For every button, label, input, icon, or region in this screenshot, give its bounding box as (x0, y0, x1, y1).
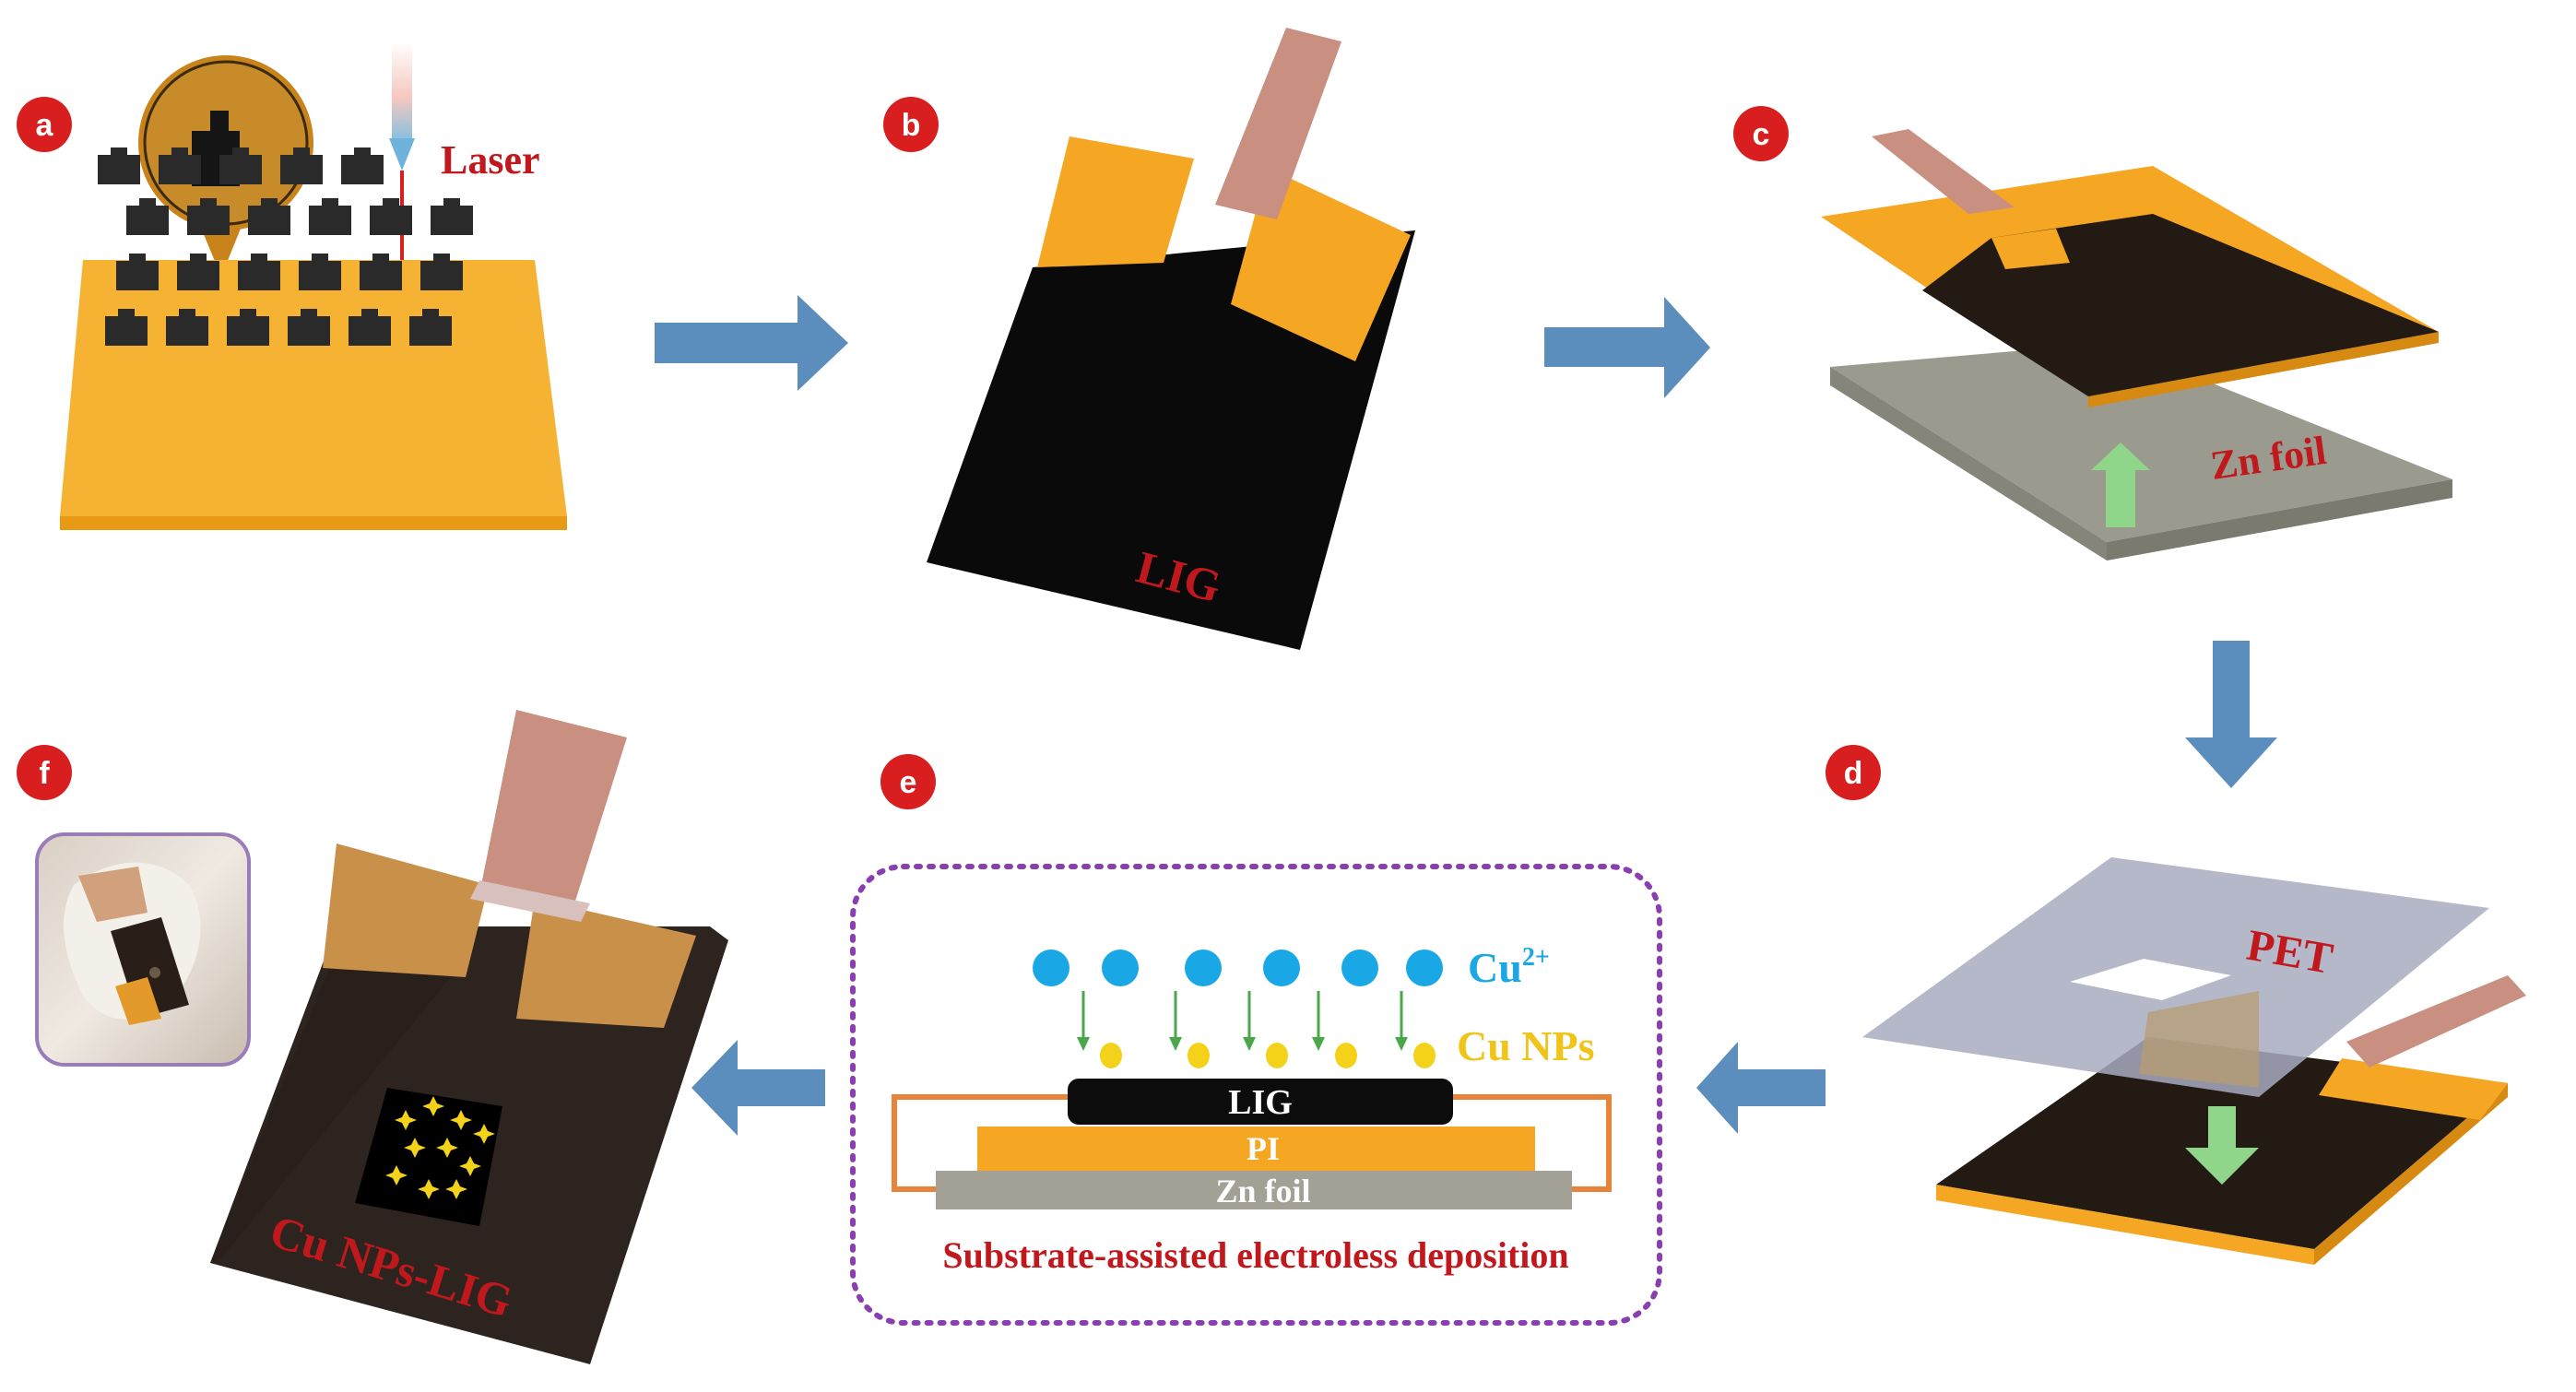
electrode-pattern-icon (248, 198, 290, 235)
electrode-pattern-icon (159, 147, 201, 184)
zn-foil-layer-label: Zn foil (1215, 1173, 1310, 1209)
pet-film (1862, 857, 2489, 1097)
circuit-wire (892, 1094, 1612, 1192)
green-up-arrow-icon (2091, 442, 2150, 527)
cu-nps-lig-electrode (210, 710, 728, 1364)
cu-np-icon (1335, 1043, 1357, 1068)
cu-np-icon (450, 1110, 472, 1130)
badge-f: f (17, 745, 72, 800)
badge-d: d (1826, 745, 1881, 800)
cu-ion-icon (1406, 950, 1443, 986)
cu-ion-label: Cu2+ (1468, 943, 1550, 991)
green-down-arrow-icon (2185, 1106, 2259, 1185)
pi-layer (977, 1127, 1535, 1171)
electrode-pattern-icon (187, 198, 230, 235)
badge-c-label: c (1753, 117, 1770, 152)
badge-b-label: b (902, 108, 921, 143)
cu-np-icon (445, 1179, 467, 1199)
polyimide-sheet (60, 260, 567, 530)
copper-tape-tab (2346, 975, 2526, 1068)
badge-d-label: d (1844, 756, 1863, 791)
panel-c: c Zn foil (1733, 106, 2452, 560)
cu-np-row (1077, 991, 1436, 1068)
electrode-pattern-icon (349, 309, 391, 346)
cu-np-icon (404, 1138, 426, 1158)
electrode-pattern-icon (177, 254, 219, 290)
cu-np-icon (422, 1096, 444, 1116)
flow-arrow-icon (1544, 297, 1710, 398)
cu-ion-icon (1185, 950, 1222, 986)
electrode-pattern-icon (288, 309, 330, 346)
cu-np-icon (436, 1138, 458, 1158)
cu-ion-row (1033, 950, 1443, 986)
panel-b: b LIG (883, 28, 1415, 650)
zn-foil-layer (936, 1171, 1572, 1209)
pet-window (2070, 959, 2231, 1000)
pi-layer-label: PI (1247, 1130, 1280, 1167)
cu-np-icon (418, 1179, 440, 1199)
badge-b: b (883, 97, 939, 152)
panel-e: e Cu2+ Cu NPs Zn foil PI LIG Substrate-a… (850, 754, 1662, 1326)
badge-e: e (880, 754, 936, 809)
copper-tape-tab (1872, 129, 2015, 214)
flow-arrow-icon (2185, 641, 2277, 788)
zn-foil (1830, 343, 2452, 560)
badge-a-label: a (36, 108, 54, 143)
electrode-pattern-icon (280, 147, 323, 184)
device-photo (35, 832, 251, 1067)
copper-tape-tab (479, 710, 627, 913)
copper-tape-tab (1215, 28, 1341, 219)
cu-np-icon (1188, 1043, 1210, 1068)
cu-np-icon (1266, 1043, 1288, 1068)
flow-arrow-icon (691, 1040, 825, 1136)
badge-f-label: f (39, 756, 50, 791)
cu-np-icon (385, 1165, 408, 1186)
badge-e-label: e (900, 765, 917, 800)
electrode-array (98, 147, 473, 346)
cu-ion-icon (1341, 950, 1378, 986)
deposition-caption: Substrate-assisted electroless depositio… (942, 1234, 1568, 1276)
electrode-pattern-icon (105, 309, 148, 346)
electrode-pattern-icon (227, 309, 269, 346)
cu-ion-icon (1102, 950, 1139, 986)
electrode-pattern-icon (309, 198, 351, 235)
lig-layer-label: LIG (1228, 1083, 1293, 1122)
electrode-pattern-icon (341, 147, 384, 184)
laser-label: Laser (441, 137, 540, 183)
electrode-pattern-icon (409, 309, 452, 346)
panel-f: f Cu NPs-LIG (17, 710, 728, 1364)
electrode-pattern-icon (238, 254, 280, 290)
cu-ion-icon (1033, 950, 1069, 986)
electrode-pattern-icon (98, 147, 140, 184)
lig-layer (1068, 1079, 1453, 1125)
electrode-pattern-icon (299, 254, 341, 290)
electrode-sheet (1821, 129, 2439, 407)
electrode-pattern-icon (219, 147, 262, 184)
cu-ion-icon (1263, 950, 1300, 986)
cu-np-icon (1100, 1043, 1122, 1068)
electrode-pattern-icon (360, 254, 402, 290)
cu-np-icon (395, 1110, 417, 1130)
cu-np-icon (1413, 1043, 1436, 1068)
panel-d: d PET (1826, 745, 2526, 1265)
electrode-pattern-icon (431, 198, 473, 235)
panel-a: a Laser (17, 41, 567, 530)
flow-arrow-icon (1696, 1042, 1826, 1134)
electrode-pattern-icon (126, 198, 169, 235)
badge-c: c (1733, 106, 1789, 161)
electrode-pattern-icon (166, 309, 208, 346)
cu-nps-label: Cu NPs (1457, 1022, 1595, 1069)
electrode-pattern-icon (116, 254, 159, 290)
electrode-pattern-icon (370, 198, 412, 235)
lig-electrode (927, 28, 1415, 650)
electrode-pattern-icon (420, 254, 463, 290)
cu-np-icon (459, 1156, 481, 1176)
cu-np-sparkles (385, 1096, 495, 1199)
cu-np-icon (473, 1124, 495, 1144)
deposition-schematic-frame (850, 864, 1662, 1326)
badge-a: a (17, 97, 72, 152)
flow-arrow-icon (655, 295, 848, 391)
